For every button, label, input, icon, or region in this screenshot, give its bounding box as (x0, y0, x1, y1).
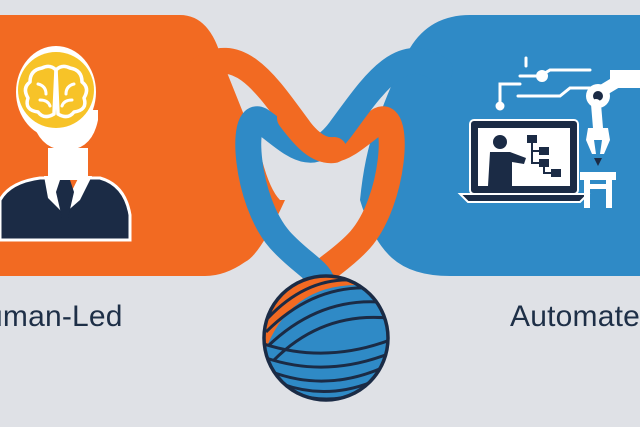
robot-arm-icon (580, 70, 640, 208)
brain-icon (18, 52, 94, 128)
yarn-ball-icon (262, 274, 390, 402)
tie-icon (56, 180, 74, 218)
orange-strand-overlap (277, 105, 347, 164)
human-led-label: uman-Led (0, 300, 123, 333)
blue-strand (235, 47, 453, 295)
presenter-icon (488, 135, 526, 186)
flowchart-icon (527, 135, 561, 177)
orange-strand (187, 47, 405, 295)
circuit-icon (495, 56, 592, 111)
automated-label: Automate (510, 300, 640, 333)
